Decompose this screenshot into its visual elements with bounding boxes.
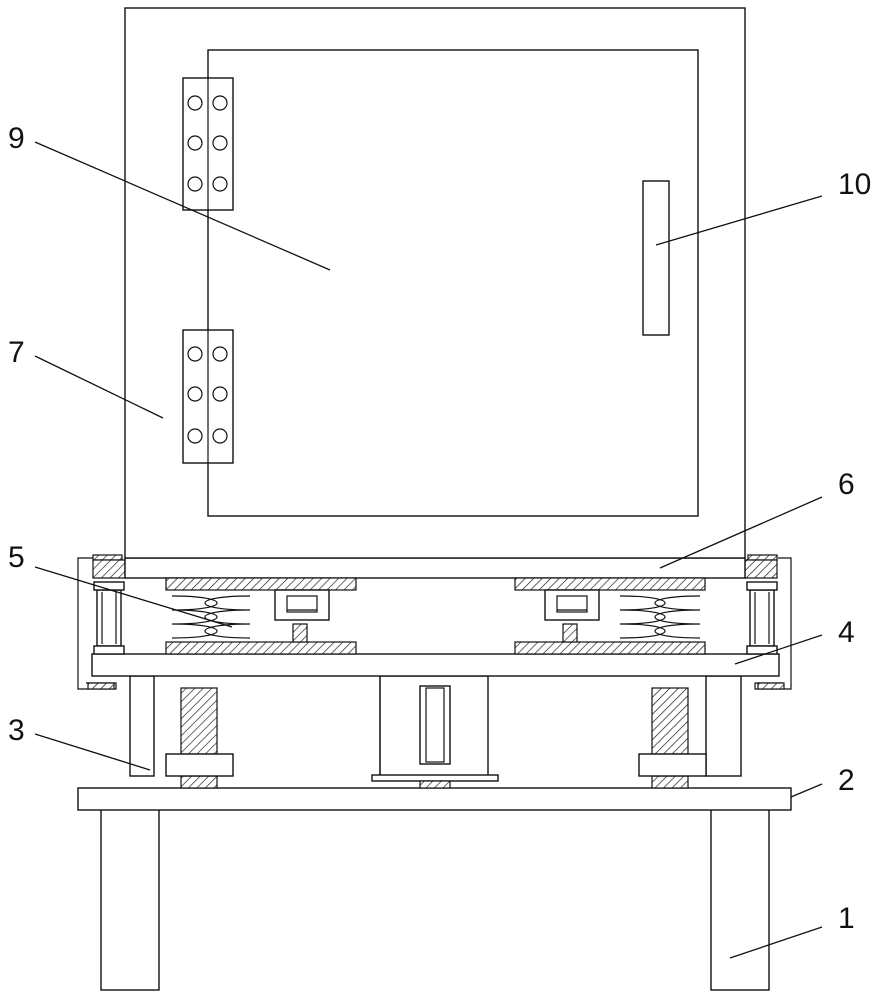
leader-10	[655, 195, 823, 246]
upper-hinge	[182, 77, 234, 211]
cabinet-door	[207, 49, 699, 517]
central-actuator	[371, 675, 499, 789]
leader-5	[34, 566, 233, 628]
leader-1	[729, 926, 823, 959]
leader-4	[734, 634, 823, 665]
lower-hinge	[182, 329, 234, 464]
cabinet-bottom-plate	[124, 557, 746, 579]
label-6: 6	[838, 468, 855, 501]
left-support-post	[129, 675, 155, 777]
lifting-plate	[91, 653, 780, 677]
leader-7	[34, 355, 164, 419]
label-9: 9	[8, 122, 25, 155]
leader-3	[34, 733, 151, 771]
label-5: 5	[8, 541, 25, 574]
leader-9	[34, 141, 331, 271]
base-plate	[77, 787, 792, 811]
label-1: 1	[838, 902, 855, 935]
label-2: 2	[838, 764, 855, 797]
leader-2	[790, 783, 823, 798]
left-damping-assembly	[165, 577, 357, 655]
label-4: 4	[838, 616, 855, 649]
left-side-bracket	[77, 554, 126, 690]
right-support-post	[705, 675, 742, 777]
right-side-bracket	[744, 554, 792, 690]
label-3: 3	[8, 714, 25, 747]
left-threaded-column	[165, 687, 234, 789]
left-leg	[100, 807, 160, 991]
door-handle	[642, 180, 670, 336]
right-leg	[710, 807, 770, 991]
right-damping-assembly	[514, 577, 706, 655]
leader-6	[659, 496, 823, 569]
label-7: 7	[8, 336, 25, 369]
label-10: 10	[838, 168, 871, 201]
right-threaded-column	[638, 687, 707, 789]
